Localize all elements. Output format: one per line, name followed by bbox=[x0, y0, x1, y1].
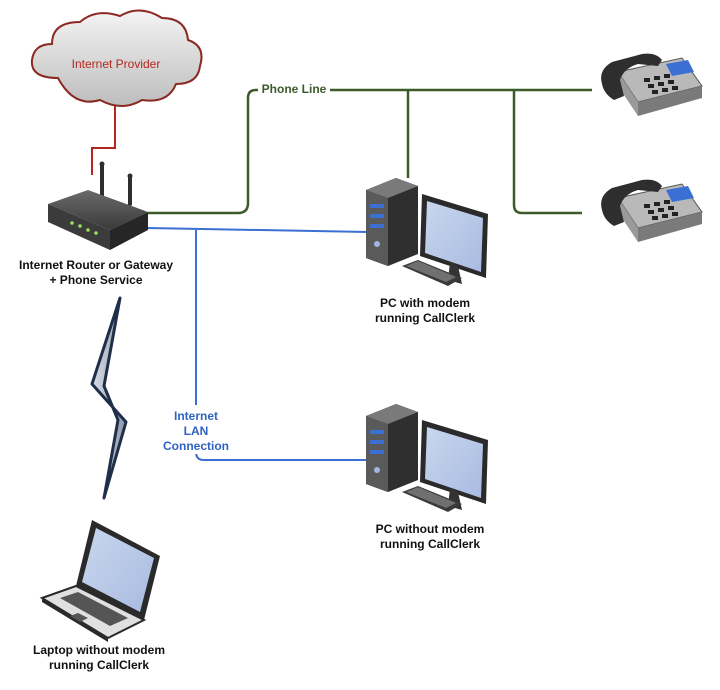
laptop-icon bbox=[39, 520, 160, 642]
phone-line bbox=[148, 88, 592, 215]
lan-label-line3: Connection bbox=[163, 439, 229, 453]
router-label-line2: + Phone Service bbox=[49, 273, 143, 287]
lan-label: Internet LAN Connection bbox=[152, 409, 240, 454]
cloud-label: Internet Provider bbox=[71, 57, 161, 71]
laptop-label-line1: Laptop without modem bbox=[33, 643, 165, 657]
router-label: Internet Router or Gateway + Phone Servi… bbox=[8, 258, 184, 288]
pc-with-modem-icon bbox=[366, 178, 488, 286]
internet-provider-cloud-icon bbox=[30, 9, 203, 107]
desk-phone-icon bbox=[601, 53, 703, 116]
pc-modem-label-line1: PC with modem bbox=[379, 296, 470, 310]
router-icon bbox=[48, 161, 148, 250]
lan-label-line1: Internet bbox=[173, 409, 218, 423]
desk-phone-icon bbox=[601, 179, 703, 242]
router-label-line1: Internet Router or Gateway bbox=[18, 258, 174, 272]
pc-no-modem-label: PC without modem running CallClerk bbox=[360, 522, 500, 552]
lan-label-line2: LAN bbox=[183, 424, 209, 438]
laptop-label: Laptop without modem running CallClerk bbox=[24, 643, 174, 673]
lan-line-main bbox=[147, 227, 369, 233]
phone-line-label: Phone Line bbox=[258, 82, 330, 97]
pc-modem-label-line2: running CallClerk bbox=[374, 311, 475, 325]
provider-link bbox=[91, 102, 116, 175]
phone-line-branch-phone bbox=[512, 90, 582, 215]
pc-without-modem-icon bbox=[366, 404, 488, 512]
laptop-label-line2: running CallClerk bbox=[48, 658, 149, 672]
pc-no-modem-label-line2: running CallClerk bbox=[379, 537, 480, 551]
wireless-link-icon bbox=[90, 296, 128, 500]
pc-no-modem-label-line1: PC without modem bbox=[375, 522, 485, 536]
pc-modem-label: PC with modem running CallClerk bbox=[360, 296, 490, 326]
